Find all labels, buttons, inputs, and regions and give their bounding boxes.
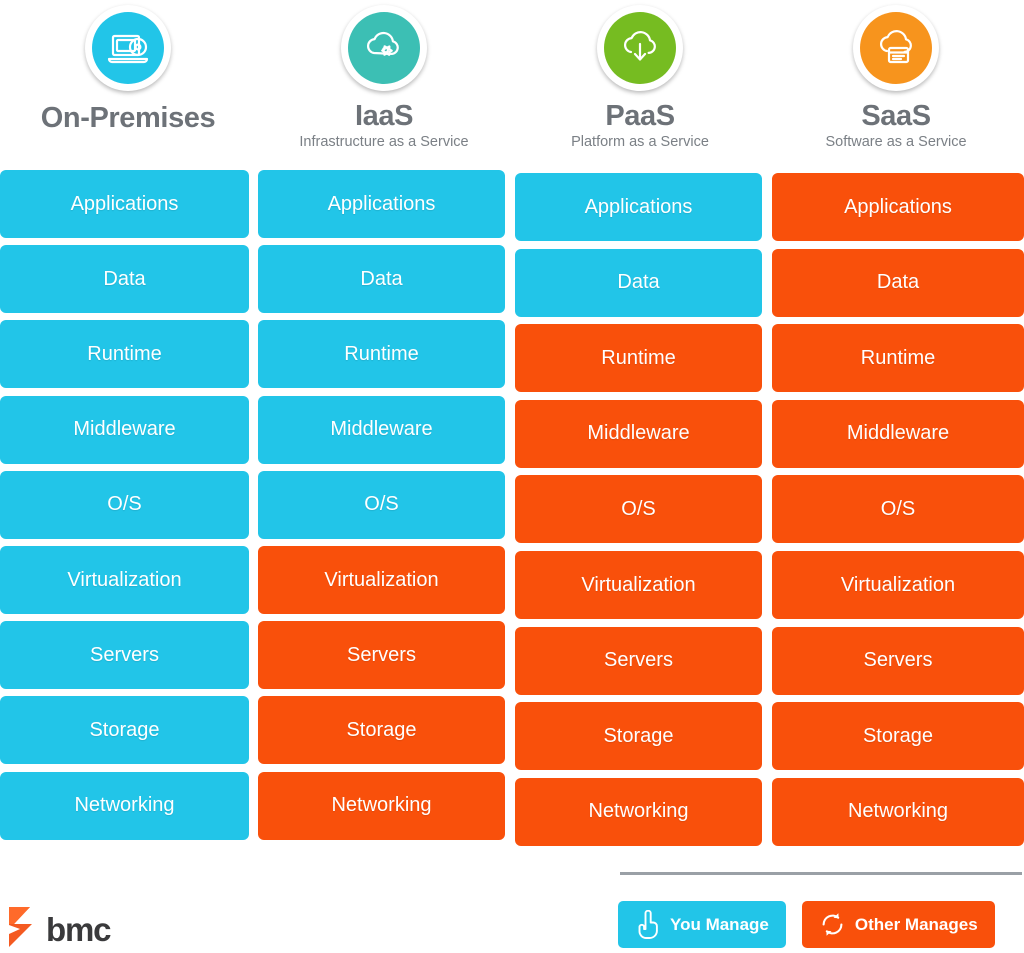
cell-on-premises-storage[interactable]: Storage [0,696,249,765]
cell-iaas-middleware[interactable]: Middleware [258,395,505,464]
header-col-saas: SaaS Software as a Service [768,0,1024,168]
column-title-paas: PaaS [605,100,675,132]
cell-on-premises-virtualization[interactable]: Virtualization [0,546,249,614]
header-col-iaas: IaaS Infrastructure as a Service [256,0,512,168]
laptop-disc-icon [92,12,164,84]
cell-on-premises-networking[interactable]: Networking [0,771,249,840]
legend-label-you: You Manage [670,914,769,934]
icon-badge-on-premises [85,5,171,91]
cell-saas-applications[interactable]: Applications [772,173,1024,241]
cell-saas-o-s[interactable]: O/S [772,475,1024,544]
cell-iaas-runtime[interactable]: Runtime [258,320,505,389]
cell-on-premises-middleware[interactable]: Middleware [0,395,249,464]
icon-badge-iaas [341,5,427,91]
cell-saas-data[interactable]: Data [772,248,1024,317]
cell-iaas-networking[interactable]: Networking [258,771,505,840]
column-headers: On-Premises IaaS Infrastructure as a Serv… [0,0,1024,168]
cell-iaas-applications[interactable]: Applications [258,170,505,238]
cell-paas-applications[interactable]: Applications [515,173,762,241]
pointing-hand-icon [635,909,661,940]
cell-iaas-storage[interactable]: Storage [258,696,505,765]
cloud-window-icon [860,12,932,84]
cell-iaas-virtualization[interactable]: Virtualization [258,546,505,614]
cell-on-premises-runtime[interactable]: Runtime [0,320,249,389]
cell-paas-storage[interactable]: Storage [515,702,762,771]
cell-saas-networking[interactable]: Networking [772,777,1024,846]
cell-iaas-data[interactable]: Data [258,245,505,314]
cell-paas-runtime[interactable]: Runtime [515,324,762,393]
cell-saas-storage[interactable]: Storage [772,702,1024,771]
cell-paas-servers[interactable]: Servers [515,626,762,695]
cell-paas-middleware[interactable]: Middleware [515,399,762,468]
legend-chip-you[interactable]: You Manage [618,901,786,948]
cell-on-premises-servers[interactable]: Servers [0,621,249,690]
bmc-logo: bmc [6,905,111,953]
cloud-download-icon [604,12,676,84]
cell-paas-networking[interactable]: Networking [515,777,762,846]
header-col-paas: PaaS Platform as a Service [512,0,768,168]
cell-iaas-servers[interactable]: Servers [258,621,505,690]
column-title-saas: SaaS [861,100,931,132]
icon-badge-paas [597,5,683,91]
cell-saas-virtualization[interactable]: Virtualization [772,551,1024,619]
legend-divider [620,872,1022,875]
cell-saas-servers[interactable]: Servers [772,626,1024,695]
column-subtitle-paas: Platform as a Service [571,134,709,151]
cell-on-premises-data[interactable]: Data [0,245,249,314]
cell-saas-runtime[interactable]: Runtime [772,324,1024,393]
bmc-ribbon-icon [6,905,40,953]
bmc-wordmark: bmc [46,911,111,948]
cell-paas-o-s[interactable]: O/S [515,475,762,544]
column-title-on-premises: On-Premises [40,102,216,134]
legend: You Manage Other Manages [618,901,995,948]
column-title-iaas: IaaS [354,100,414,132]
cell-on-premises-applications[interactable]: Applications [0,170,249,238]
icon-badge-saas [853,5,939,91]
column-subtitle-saas: Software as a Service [825,134,967,151]
cell-on-premises-o-s[interactable]: O/S [0,470,249,539]
cell-saas-middleware[interactable]: Middleware [772,399,1024,468]
cell-paas-virtualization[interactable]: Virtualization [515,551,762,619]
cloud-gear-icon [348,12,420,84]
cell-iaas-o-s[interactable]: O/S [258,470,505,539]
header-col-on-premises: On-Premises [0,0,256,168]
legend-chip-other[interactable]: Other Manages [801,901,995,948]
cell-paas-data[interactable]: Data [515,248,762,317]
refresh-cycle-icon [819,911,846,938]
column-subtitle-iaas: Infrastructure as a Service [299,134,469,151]
legend-label-other: Other Manages [854,914,978,934]
